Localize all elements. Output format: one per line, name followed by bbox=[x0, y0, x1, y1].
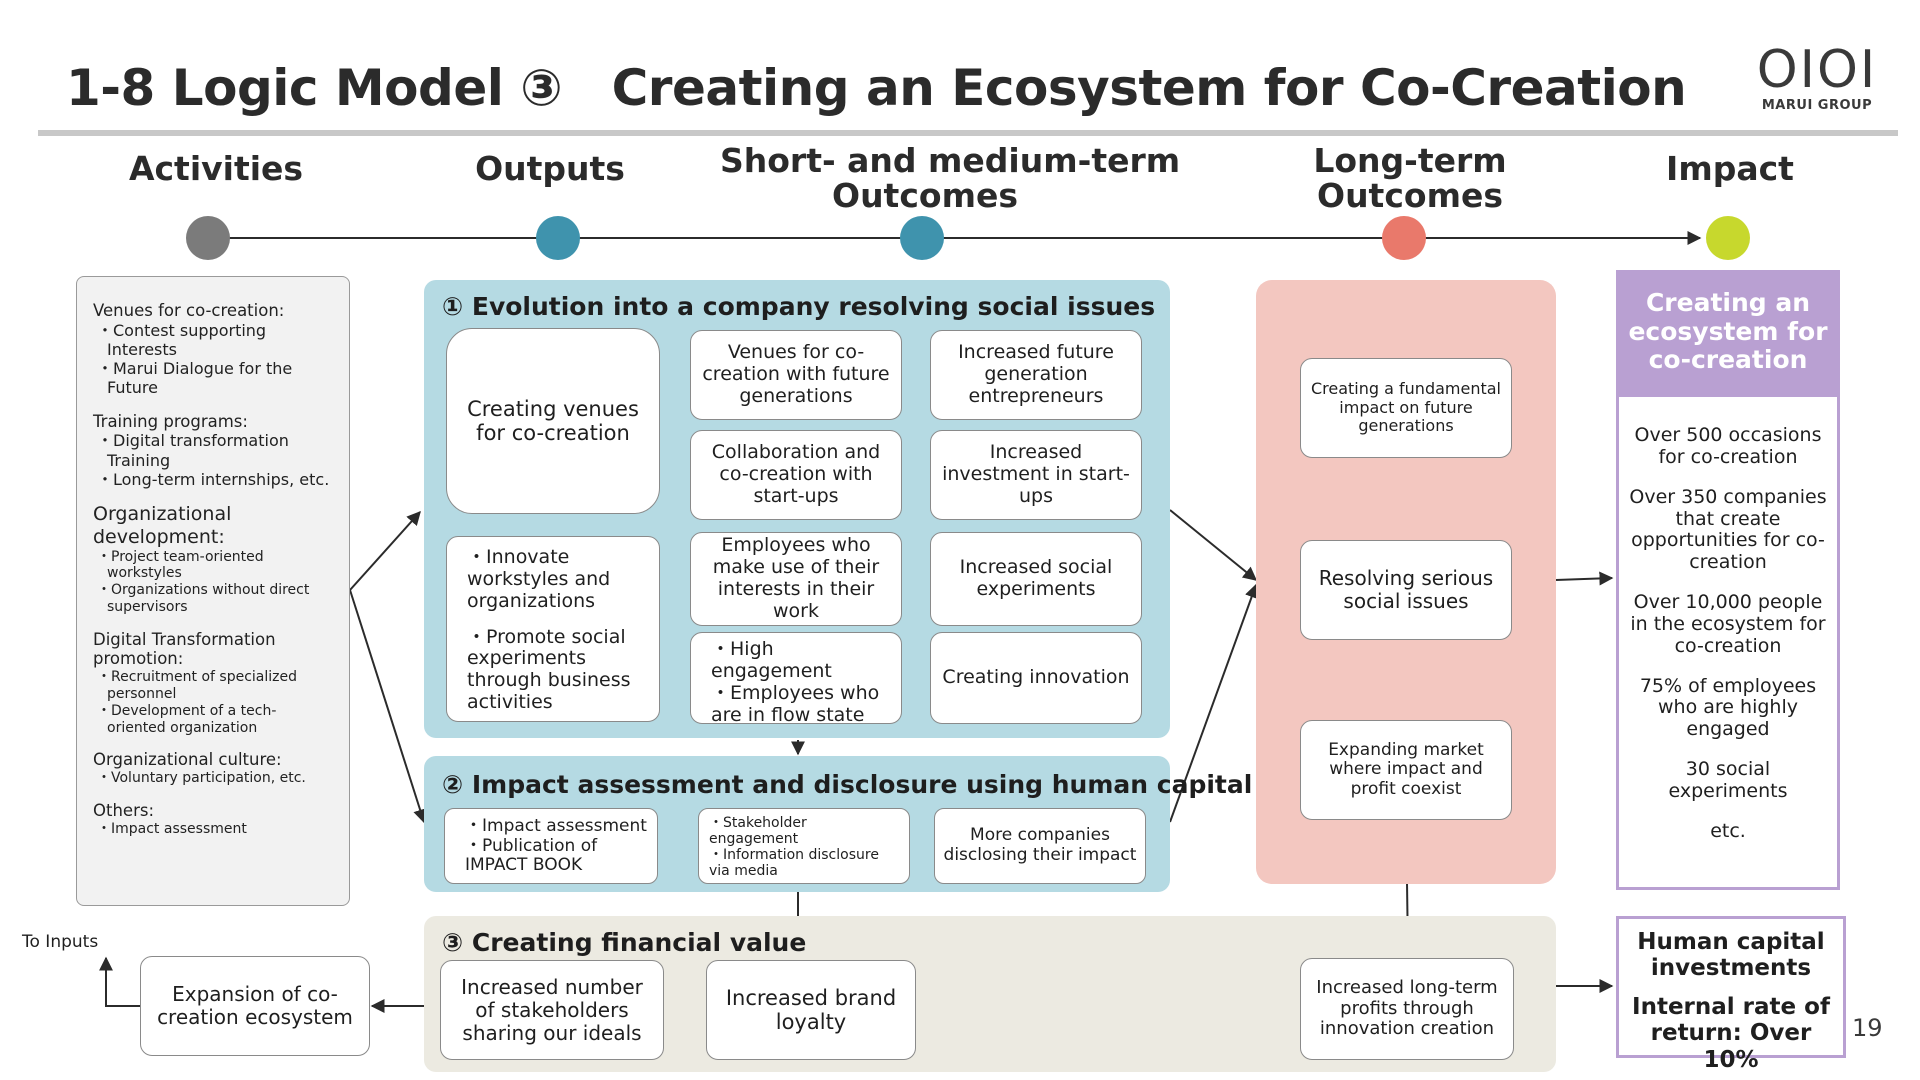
marui-logo: OIOI MARUI GROUP bbox=[1752, 44, 1882, 113]
box-collaboration-startups: Collaboration and co-creation with start… bbox=[690, 430, 902, 520]
activities-culture-head: Organizational culture: bbox=[93, 750, 282, 770]
page-number: 19 bbox=[1852, 1014, 1883, 1042]
stage-long-line1: Long-term bbox=[1313, 141, 1507, 180]
box-long-term-profits: Increased long-term profits through inno… bbox=[1300, 958, 1514, 1060]
box-investment-startups: Increased investment in start-ups bbox=[930, 430, 1142, 520]
box-expanding-market: Expanding market where impact and profit… bbox=[1300, 720, 1512, 820]
logo-subtitle: MARUI GROUP bbox=[1761, 98, 1873, 113]
dot-activities bbox=[186, 216, 230, 260]
box-engagement: ・High engagement ・Employees who are in f… bbox=[690, 632, 902, 726]
activities-dx-head: Digital Transformation promotion: bbox=[93, 629, 276, 669]
logo-mark: OIOI bbox=[1756, 40, 1878, 100]
engagement-line1: ・High engagement bbox=[711, 638, 832, 682]
box-venues-future: Venues for co-creation with future gener… bbox=[690, 330, 902, 420]
activities-orgdev-head: Organizational development: bbox=[93, 502, 232, 548]
box-brand-loyalty: Increased brand loyalty bbox=[706, 960, 916, 1060]
activities-training-2: ・Long-term internships, etc. bbox=[97, 469, 330, 489]
activities-venues-head: Venues for co-creation: bbox=[93, 301, 285, 320]
activities-others-head: Others: bbox=[93, 801, 155, 821]
activities-orgdev-1: ・Project team-oriented workstyles bbox=[97, 548, 264, 582]
activities-venues-2: ・Marui Dialogue for the Future bbox=[97, 359, 293, 398]
impact-item-5: 30 social experiments bbox=[1668, 758, 1788, 802]
stakeholder-line1: ・Stakeholder engagement bbox=[709, 815, 807, 848]
workstyles-innovate: ・Innovate workstyles and organizations bbox=[467, 546, 611, 612]
stage-impact: Impact bbox=[1666, 149, 1794, 188]
section2-title: ② Impact assessment and disclosure using… bbox=[442, 770, 1325, 799]
impact-item-1: Over 500 occasions for co-creation bbox=[1634, 424, 1822, 468]
activities-others-1: ・Impact assessment bbox=[97, 820, 247, 837]
human-capital-box: Human capital investments Internal rate … bbox=[1616, 916, 1846, 1073]
impact-heading: Creating an ecosystem for co-creation bbox=[1616, 270, 1840, 394]
activities-culture-1: ・Voluntary participation, etc. bbox=[97, 770, 306, 787]
stage-long-line2: Outcomes bbox=[1317, 175, 1503, 215]
stage-long: Long-term Outcomes bbox=[1270, 141, 1550, 215]
stage-activities: Activities bbox=[128, 149, 304, 188]
activities-orgdev-2: ・Organizations without direct supervisor… bbox=[97, 582, 310, 615]
activities-dx-2: ・Development of a tech-oriented organiza… bbox=[97, 702, 277, 736]
impact-item-4: 75% of employees who are highly engaged bbox=[1639, 674, 1817, 741]
to-inputs-label: To Inputs bbox=[22, 932, 99, 952]
dot-long bbox=[1382, 216, 1426, 260]
activities-dx-1: ・Recruitment of specialized personnel bbox=[97, 669, 298, 703]
box-future-entrepreneurs: Increased future generation entrepreneur… bbox=[930, 330, 1142, 420]
box-expansion-ecosystem: Expansion of co-creation ecosystem bbox=[140, 956, 370, 1056]
impact-assessment-line1: ・Impact assessment bbox=[465, 816, 647, 836]
impact-assessment-line2: ・Publication of IMPACT BOOK bbox=[465, 835, 598, 876]
title-divider bbox=[38, 130, 1898, 136]
stage-short-mid: Short- and medium-term Outcomes bbox=[720, 141, 1181, 215]
box-resolving-social-issues: Resolving serious social issues bbox=[1300, 540, 1512, 640]
box-increased-stakeholders: Increased number of stakeholders sharing… bbox=[440, 960, 664, 1060]
section3-title: ③ Creating financial value bbox=[442, 928, 807, 957]
box-workstyles: ・Innovate workstyles and organizations ・… bbox=[446, 536, 660, 722]
section1-title: ① Evolution into a company resolving soc… bbox=[442, 292, 1156, 321]
stakeholder-line2: ・Information disclosure via media bbox=[709, 847, 879, 880]
dot-outputs bbox=[536, 216, 580, 260]
stage-short-mid-line2: Outcomes bbox=[832, 175, 1018, 215]
activities-panel: Venues for co-creation: ・Contest support… bbox=[76, 276, 350, 906]
arrow-activities-s2 bbox=[349, 589, 427, 824]
workstyles-promote: ・Promote social experiments through busi… bbox=[467, 625, 631, 714]
impact-list: Over 500 occasions for co-creation Over … bbox=[1616, 394, 1840, 890]
engagement-line2: ・Employees who are in flow state bbox=[711, 681, 880, 726]
box-creating-venues: Creating venues for co-creation bbox=[446, 328, 660, 514]
box-employees-interests: Employees who make use of their interest… bbox=[690, 532, 902, 626]
box-stakeholder-engagement: ・Stakeholder engagement ・Information dis… bbox=[698, 808, 910, 884]
page-title: 1-8 Logic Model ③ Creating an Ecosystem … bbox=[66, 59, 1687, 117]
impact-item-6: etc. bbox=[1710, 819, 1746, 842]
impact-item-2: Over 350 companies that create opportuni… bbox=[1629, 485, 1827, 574]
dot-impact bbox=[1706, 216, 1750, 260]
activities-training-head: Training programs: bbox=[93, 411, 248, 431]
box-impact-assessment: ・Impact assessment ・Publication of IMPAC… bbox=[444, 808, 658, 884]
activities-venues-1: ・Contest supporting Interests bbox=[97, 320, 267, 359]
box-more-companies-disclosing: More companies disclosing their impact bbox=[934, 808, 1146, 884]
human-capital-title: Human capital investments bbox=[1637, 929, 1825, 982]
box-creating-innovation: Creating innovation bbox=[930, 632, 1142, 724]
dot-short-mid bbox=[900, 216, 944, 260]
stage-short-mid-line1: Short- and medium-term bbox=[720, 141, 1181, 180]
box-social-experiments: Increased social experiments bbox=[930, 532, 1142, 626]
human-capital-irr: Internal rate of return: Over 10% bbox=[1632, 993, 1830, 1073]
impact-item-3: Over 10,000 people in the ecosystem for … bbox=[1630, 591, 1826, 657]
stage-outputs: Outputs bbox=[475, 149, 625, 188]
box-fundamental-impact: Creating a fundamental impact on future … bbox=[1300, 358, 1512, 458]
arrow-activities-s1 bbox=[349, 510, 421, 591]
activities-training-1: ・Digital transformation Training bbox=[97, 431, 289, 470]
